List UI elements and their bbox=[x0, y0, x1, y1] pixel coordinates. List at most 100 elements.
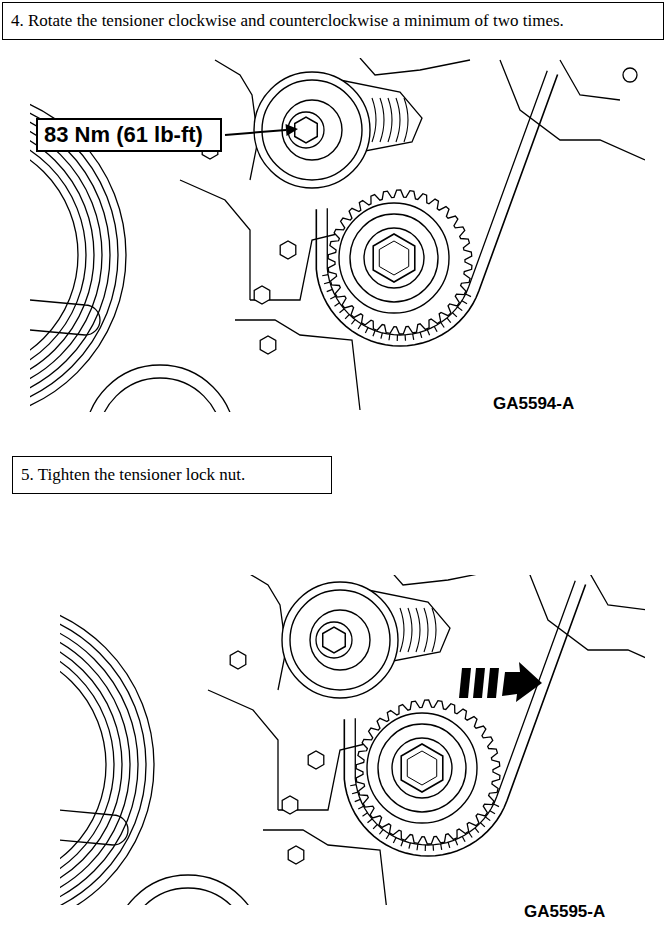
rotation-arrow bbox=[459, 662, 542, 702]
tensioner-lock-nut bbox=[323, 627, 346, 653]
engine-illustration bbox=[30, 58, 645, 412]
figure-id: GA5594-A bbox=[490, 394, 577, 414]
arrow-dash bbox=[459, 668, 471, 698]
belt-tooth bbox=[401, 841, 403, 847]
arrow-dash bbox=[487, 668, 499, 698]
tensioner-pulley bbox=[282, 582, 398, 698]
belt-tooth bbox=[447, 318, 451, 323]
arrow-dash bbox=[473, 668, 485, 698]
engine-outline bbox=[388, 575, 498, 585]
tensioner-pulley bbox=[254, 72, 370, 188]
belt-tooth bbox=[388, 334, 390, 340]
belt-tooth bbox=[486, 817, 491, 821]
belt-tooth bbox=[441, 323, 444, 328]
belt-tooth bbox=[365, 328, 368, 333]
belt-tooth bbox=[494, 804, 499, 807]
tensioner-spring bbox=[416, 608, 420, 652]
belt-tooth bbox=[345, 315, 349, 319]
sprocket-hub bbox=[378, 724, 466, 812]
belt-tooth bbox=[420, 332, 422, 338]
sprocket-hub bbox=[339, 203, 449, 313]
bolt-head bbox=[230, 651, 246, 669]
crank-bolt bbox=[407, 751, 436, 785]
belt-tooth bbox=[339, 309, 344, 313]
instruction-text: 4. Rotate the tensioner clockwise and co… bbox=[11, 11, 564, 31]
engine-outline bbox=[360, 58, 470, 75]
sprocket-hub bbox=[392, 738, 452, 798]
belt-tooth bbox=[404, 335, 406, 341]
lower-pulley bbox=[98, 378, 222, 412]
engine-outline bbox=[528, 575, 645, 670]
bolt-head bbox=[280, 241, 296, 259]
belt-tooth bbox=[373, 331, 375, 337]
lower-pulley bbox=[126, 888, 250, 905]
pulley-groove bbox=[60, 607, 146, 905]
belt-tooth bbox=[409, 843, 410, 849]
belt-tooth bbox=[324, 282, 330, 284]
sprocket-hub bbox=[350, 214, 438, 302]
belt-tooth bbox=[393, 838, 396, 843]
belt-tooth bbox=[434, 326, 437, 331]
belt-tooth bbox=[425, 845, 426, 851]
belt-tooth bbox=[462, 836, 465, 841]
belt-tooth bbox=[469, 833, 472, 838]
leader-arrowhead bbox=[286, 124, 298, 136]
bolt-head bbox=[260, 336, 276, 354]
belt-tooth bbox=[458, 307, 463, 311]
pipe bbox=[30, 300, 100, 335]
crank-sprocket bbox=[356, 700, 500, 844]
tensioner-spring bbox=[404, 98, 408, 142]
tensioner-spring bbox=[408, 608, 412, 652]
tensioner-spring bbox=[396, 98, 400, 142]
belt-tooth bbox=[363, 813, 368, 816]
belt-tooth bbox=[330, 296, 335, 299]
bolt-head bbox=[282, 796, 298, 814]
crank-bolt bbox=[373, 234, 415, 282]
engine-outline bbox=[180, 180, 250, 300]
belt-tooth bbox=[475, 828, 479, 833]
tensioner-spring bbox=[380, 98, 384, 142]
pulley-groove bbox=[30, 121, 94, 389]
belt-tooth bbox=[397, 335, 398, 341]
pulley-groove bbox=[60, 631, 122, 899]
engine-outline bbox=[235, 320, 360, 410]
belt-tooth bbox=[335, 303, 340, 306]
tensioner-spring bbox=[372, 98, 376, 142]
torque-callout-box: 83 Nm (61 lb-ft) bbox=[36, 118, 222, 152]
step-box: 4. Rotate the tensioner clockwise and co… bbox=[2, 2, 664, 40]
belt-tooth bbox=[416, 844, 418, 850]
belt-tooth bbox=[350, 785, 356, 786]
pulley-groove bbox=[60, 599, 154, 905]
instruction-text: 83 Nm (61 lb-ft) bbox=[44, 122, 203, 148]
figure-id: GA5595-A bbox=[521, 902, 608, 922]
belt-tooth bbox=[358, 806, 363, 809]
belt-tooth bbox=[455, 840, 457, 846]
belt-tooth bbox=[327, 289, 333, 291]
belt-tooth bbox=[322, 275, 328, 276]
belt-tooth bbox=[441, 844, 442, 850]
tensioner-pulley bbox=[290, 590, 390, 690]
pulley-groove bbox=[60, 623, 130, 905]
engine-outline bbox=[560, 60, 620, 100]
step-box: 5. Tighten the tensioner lock nut. bbox=[12, 456, 332, 494]
tensioner-pulley bbox=[310, 610, 370, 670]
belt-tooth bbox=[466, 294, 471, 297]
pipe bbox=[60, 810, 128, 845]
belt-tooth bbox=[367, 819, 372, 823]
bolt-head bbox=[308, 751, 324, 769]
crank-sprocket bbox=[328, 190, 472, 334]
belt-tooth bbox=[358, 324, 361, 329]
lower-pulley bbox=[113, 875, 263, 905]
belt-tooth bbox=[351, 320, 355, 325]
bolt-head bbox=[288, 846, 304, 864]
belt-tooth bbox=[490, 811, 495, 814]
tensioner-lock-nut bbox=[295, 117, 318, 143]
arrow-head bbox=[502, 662, 542, 702]
belt-tooth bbox=[352, 792, 358, 794]
belt-tooth bbox=[379, 830, 383, 835]
engine-outline bbox=[208, 690, 278, 810]
belt-tooth bbox=[413, 334, 414, 340]
pulley-groove bbox=[60, 615, 138, 905]
pulley-groove bbox=[30, 137, 78, 373]
crank-bolt bbox=[379, 241, 408, 275]
